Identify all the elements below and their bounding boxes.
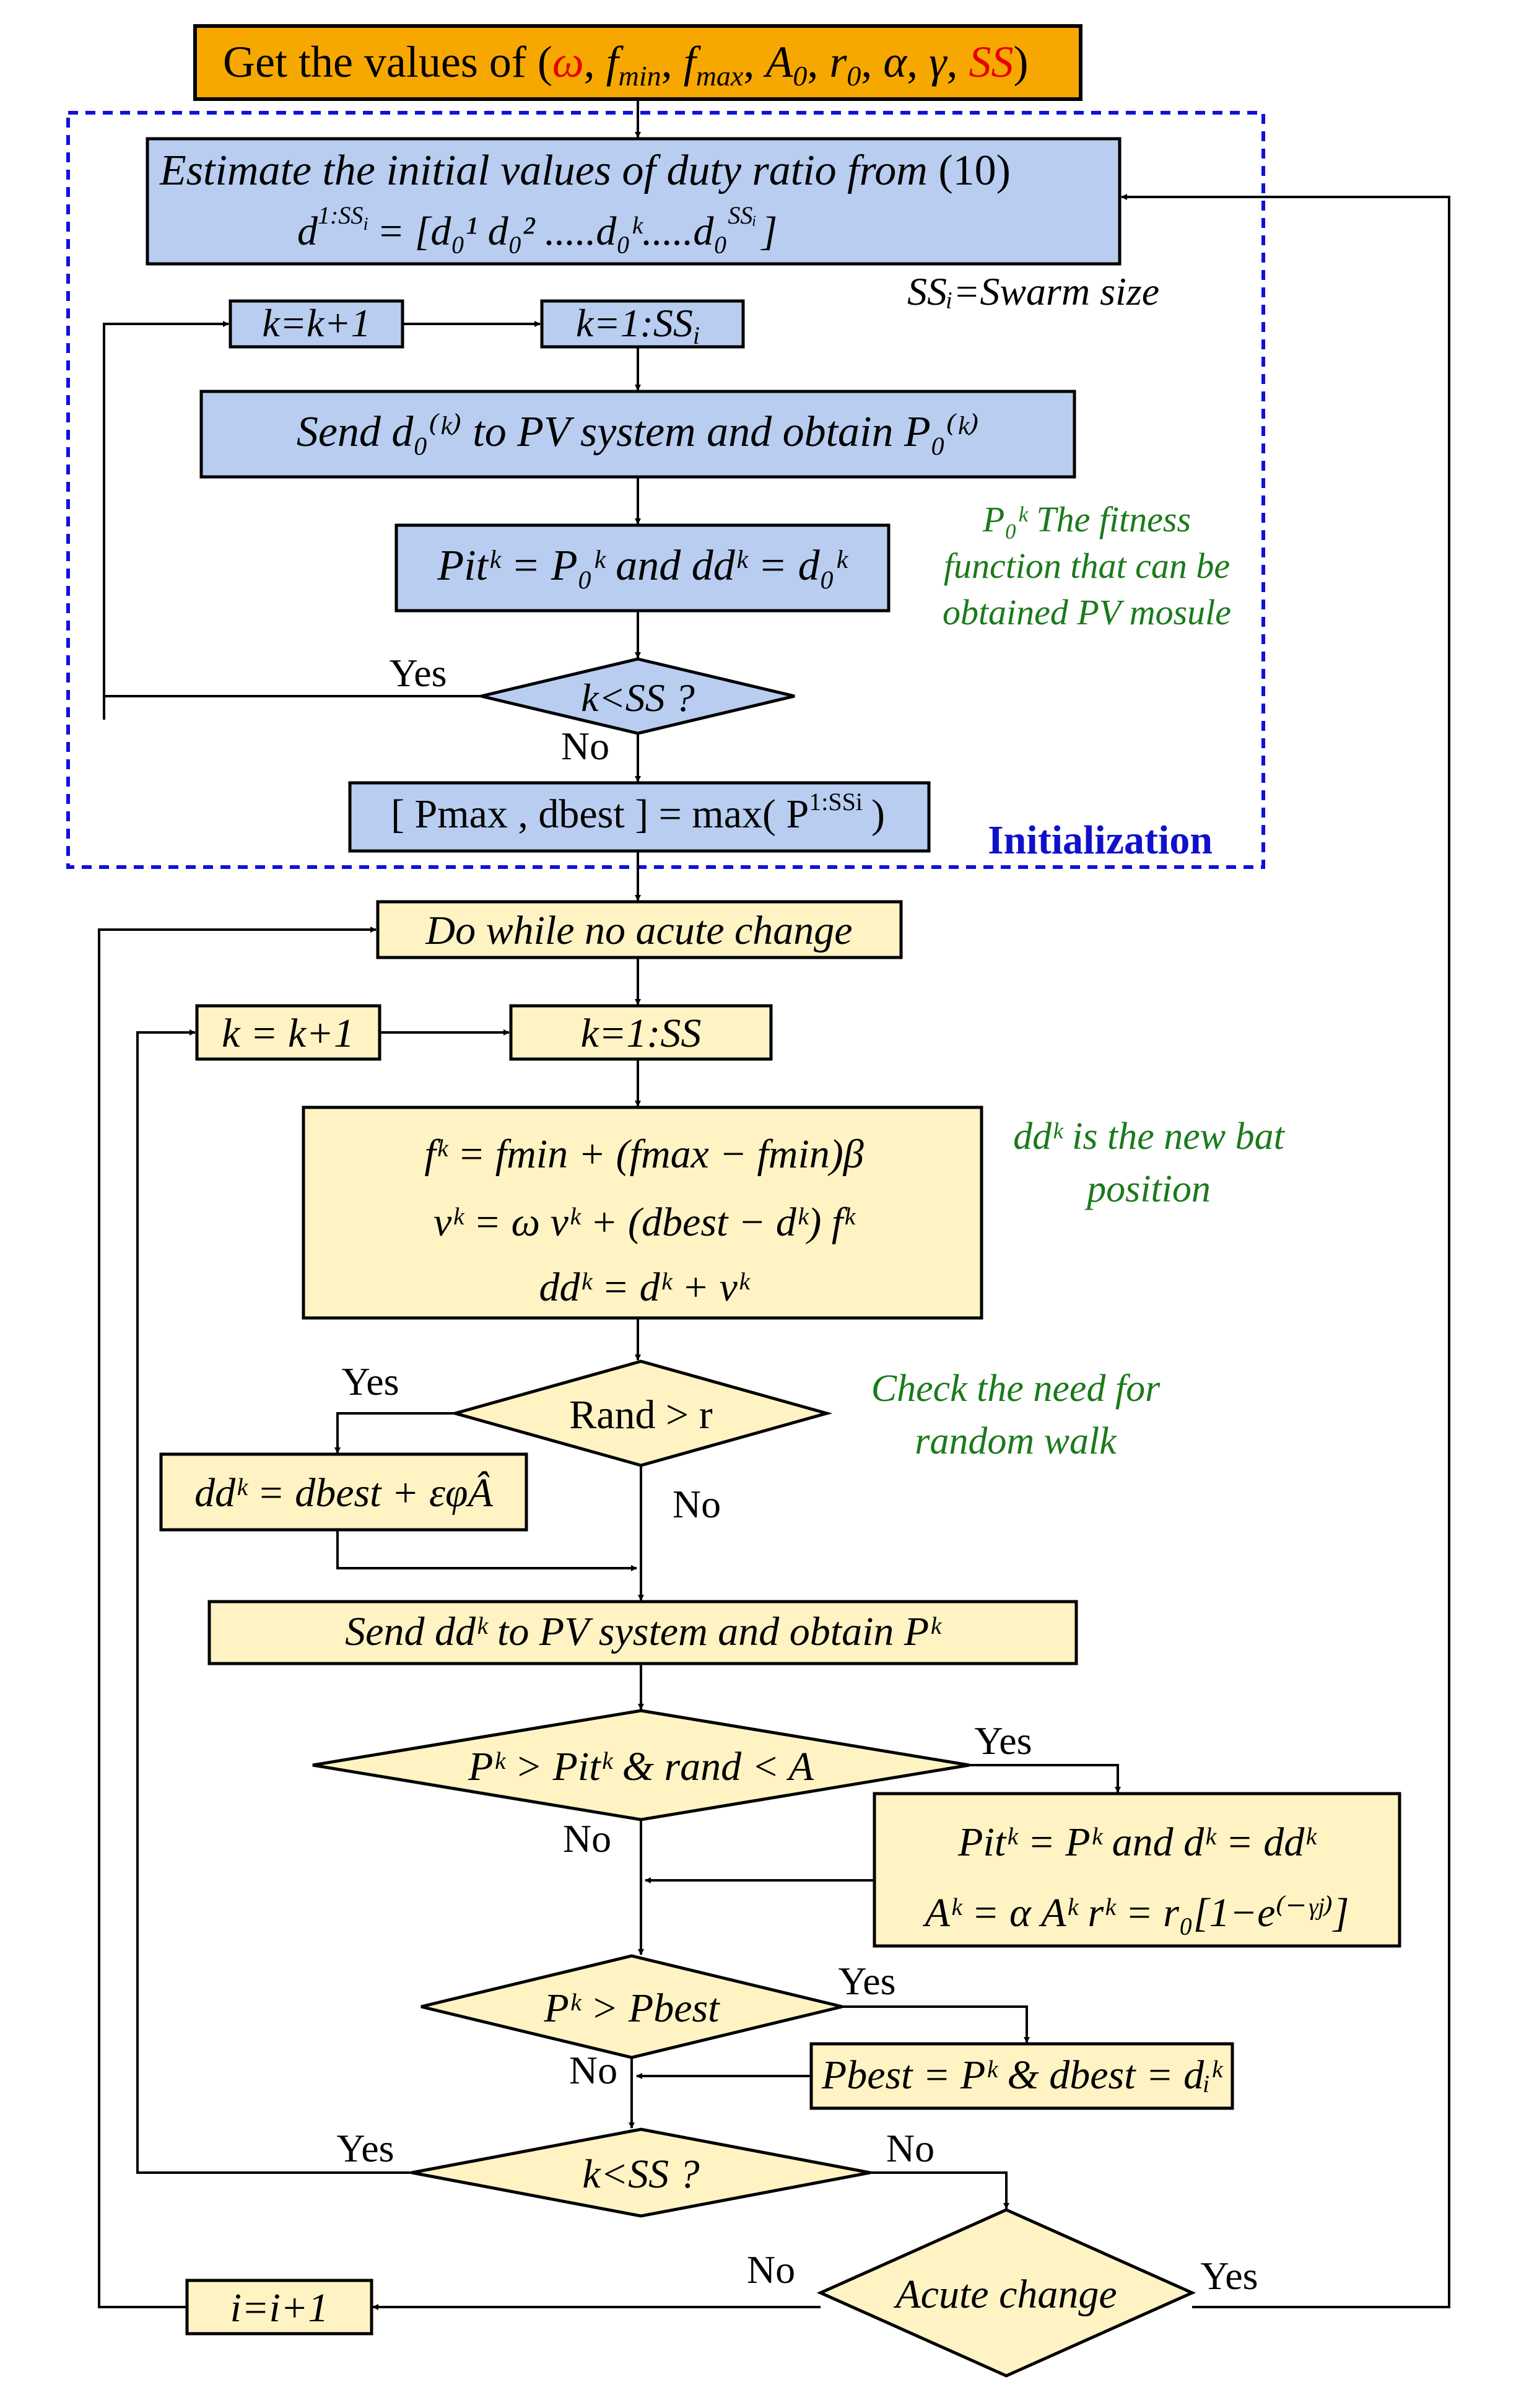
svg-text:fᵏ = fmin + (fmax − fmin)β: fᵏ = fmin + (fmax − fmin)β <box>424 1132 863 1177</box>
best-yes-label: Yes <box>838 1959 895 2003</box>
init-decision-diamond: k<SS ? <box>481 657 795 735</box>
svg-text:k=k+1: k=k+1 <box>262 301 370 345</box>
do-while-box: Do while no acute change <box>376 900 903 959</box>
best-decision-diamond: Pᵏ > Pbest <box>420 1954 843 2059</box>
init-max-box: [ Pmax , dbest ] = max( P1:SSi) <box>348 781 931 853</box>
bat-note-line1: ddᵏ is the new bat <box>1013 1115 1285 1158</box>
loop-yes-label: Yes <box>336 2126 394 2170</box>
svg-text:Rand > r: Rand > r <box>569 1392 713 1437</box>
svg-text:k=1:SSi: k=1:SSi <box>576 301 700 349</box>
init-yes-label: Yes <box>389 651 447 695</box>
best-no-label: No <box>569 2048 617 2092</box>
svg-text:Acute change: Acute change <box>893 2272 1117 2317</box>
svg-text:k<SS ?: k<SS ? <box>581 676 695 720</box>
arrow-walk-merge <box>336 1530 637 1571</box>
accept-decision-diamond: Pᵏ > Pitᵏ & rand < A <box>312 1709 970 1821</box>
svg-text:d1:SSi= [d₀¹ d₀² .....d₀ᵏ.: d1:SSi= [d₀¹ d₀² .....d₀ᵏ.....d₀SSᵢ] <box>297 201 777 254</box>
best-update-box: Pbest = Pᵏ & dbest = dᵢᵏ <box>809 2042 1234 2110</box>
rand-yes-label: Yes <box>341 1359 399 1403</box>
svg-text:Aᵏ = α Aᵏ rᵏ = r₀[1−e⁽⁻ᵞʲ⁾]: Aᵏ = α Aᵏ rᵏ = r₀[1−e⁽⁻ᵞʲ⁾] <box>923 1890 1349 1935</box>
svg-text:ddᵏ = dᵏ + vᵏ: ddᵏ = dᵏ + vᵏ <box>539 1265 750 1310</box>
arrow-loop-yes <box>136 1029 412 2174</box>
loop-decision-diamond: k<SS ? <box>411 2127 871 2218</box>
svg-text:Pitᵏ = P₀ᵏ and ddᵏ = d₀ᵏ: Pitᵏ = P₀ᵏ and ddᵏ = d₀ᵏ <box>437 542 849 590</box>
main-k-inc-box: k = k+1 <box>195 1004 381 1061</box>
svg-text:vᵏ = ω vᵏ + (dbest − dᵏ) fᵏ: vᵏ = ω vᵏ + (dbest − dᵏ) fᵏ <box>433 1200 856 1245</box>
acute-yes-label: Yes <box>1200 2254 1258 2298</box>
loop-no-label: No <box>886 2126 934 2170</box>
initialization-border <box>66 111 1265 869</box>
fitness-note-line3: obtained PV mosule <box>943 592 1231 632</box>
estimate-box: Estimate the initial values of duty rati… <box>146 137 1122 266</box>
main-k-loop-box: k=1:SS <box>509 1004 773 1061</box>
init-k-loop-box: k=1:SSi <box>540 299 745 349</box>
svg-text:Send d₀⁽ᵏ⁾ to PV system and o: Send d₀⁽ᵏ⁾ to PV system and obtain P₀⁽ᵏ⁾ <box>297 408 979 456</box>
init-pit-box: Pitᵏ = P₀ᵏ and ddᵏ = d₀ᵏ <box>394 523 891 613</box>
svg-text:Do while no acute change: Do while no acute change <box>425 908 852 953</box>
walk-note-line2: random walk <box>915 1420 1117 1462</box>
svg-text:Pbest = Pᵏ & dbest = dᵢᵏ: Pbest = Pᵏ & dbest = dᵢᵏ <box>821 2052 1224 2098</box>
init-k-inc-box: k=k+1 <box>229 299 404 349</box>
fitness-note-line1: P₀ᵏ The fitness <box>982 499 1191 539</box>
svg-text:Estimate the initial values of: Estimate the initial values of duty rati… <box>159 147 1011 194</box>
svg-text:[ Pmax , dbest ] = max( P1:SS: [ Pmax , dbest ] = max( P1:SSi) <box>391 788 885 837</box>
swarm-size-note: SSᵢ=Swarm size <box>907 269 1159 313</box>
arrow-init-yes-loop <box>103 321 229 720</box>
accept-yes-label: Yes <box>974 1719 1032 1763</box>
svg-text:Pitᵏ = Pᵏ and dᵏ = ddᵏ: Pitᵏ = Pᵏ and dᵏ = ddᵏ <box>957 1820 1317 1865</box>
update-box: Pitᵏ = Pᵏ and dᵏ = ddᵏ Aᵏ = α Aᵏ rᵏ = r₀… <box>873 1792 1401 1948</box>
arrow-best-yes <box>842 2005 1030 2043</box>
acute-no-label: No <box>747 2248 795 2292</box>
svg-text:Pᵏ > Pbest: Pᵏ > Pbest <box>543 1986 720 2031</box>
arrow-acute-yes-restart <box>1121 194 1450 2308</box>
arrow-loop-no <box>870 2171 1009 2209</box>
walk-note-line1: Check the need for <box>871 1368 1161 1410</box>
svg-text:Send ddᵏ to PV system and obta: Send ddᵏ to PV system and obtain Pᵏ <box>345 1609 942 1654</box>
acute-decision-diamond: Acute change <box>816 2208 1196 2378</box>
bat-note-line2: position <box>1084 1168 1211 1210</box>
equations-box: fᵏ = fmin + (fmax − fmin)β vᵏ = ω vᵏ + (… <box>302 1106 983 1320</box>
header-box: Get the values of (ω, fmin, fmax, A0, r0… <box>193 24 1082 101</box>
svg-text:Pᵏ > Pitᵏ & rand < A: Pᵏ > Pitᵏ & rand < A <box>468 1744 814 1789</box>
arrow-accept-yes <box>969 1764 1121 1793</box>
main-send-box: Send ddᵏ to PV system and obtain Pᵏ <box>207 1600 1078 1665</box>
init-no-label: No <box>561 724 609 768</box>
rand-decision-diamond: Rand > r <box>449 1359 833 1467</box>
random-walk-box: ddᵏ = dbest + εφÂ <box>159 1452 528 1532</box>
rand-no-label: No <box>673 1482 721 1526</box>
i-inc-box: i=i+1 <box>185 2279 373 2336</box>
svg-text:i=i+1: i=i+1 <box>230 2285 329 2331</box>
arrow-rand-yes <box>334 1412 455 1454</box>
svg-text:Get the values of (ω, fmin, fm: Get the values of (ω, fmin, fmax, A0, r0… <box>223 37 1029 92</box>
accept-no-label: No <box>563 1817 611 1861</box>
svg-text:k<SS ?: k<SS ? <box>582 2152 699 2197</box>
svg-text:k = k+1: k = k+1 <box>222 1011 354 1056</box>
initialization-label: Initialization <box>988 818 1213 863</box>
svg-text:ddᵏ = dbest + εφÂ: ddᵏ = dbest + εφÂ <box>194 1470 493 1516</box>
fitness-note-line2: function that can be <box>944 546 1230 586</box>
arrow-iinc-dowhile <box>98 927 377 2308</box>
svg-text:k=1:SS: k=1:SS <box>581 1011 702 1056</box>
init-send-box: Send d₀⁽ᵏ⁾ to PV system and obtain P₀⁽ᵏ⁾ <box>199 390 1076 479</box>
